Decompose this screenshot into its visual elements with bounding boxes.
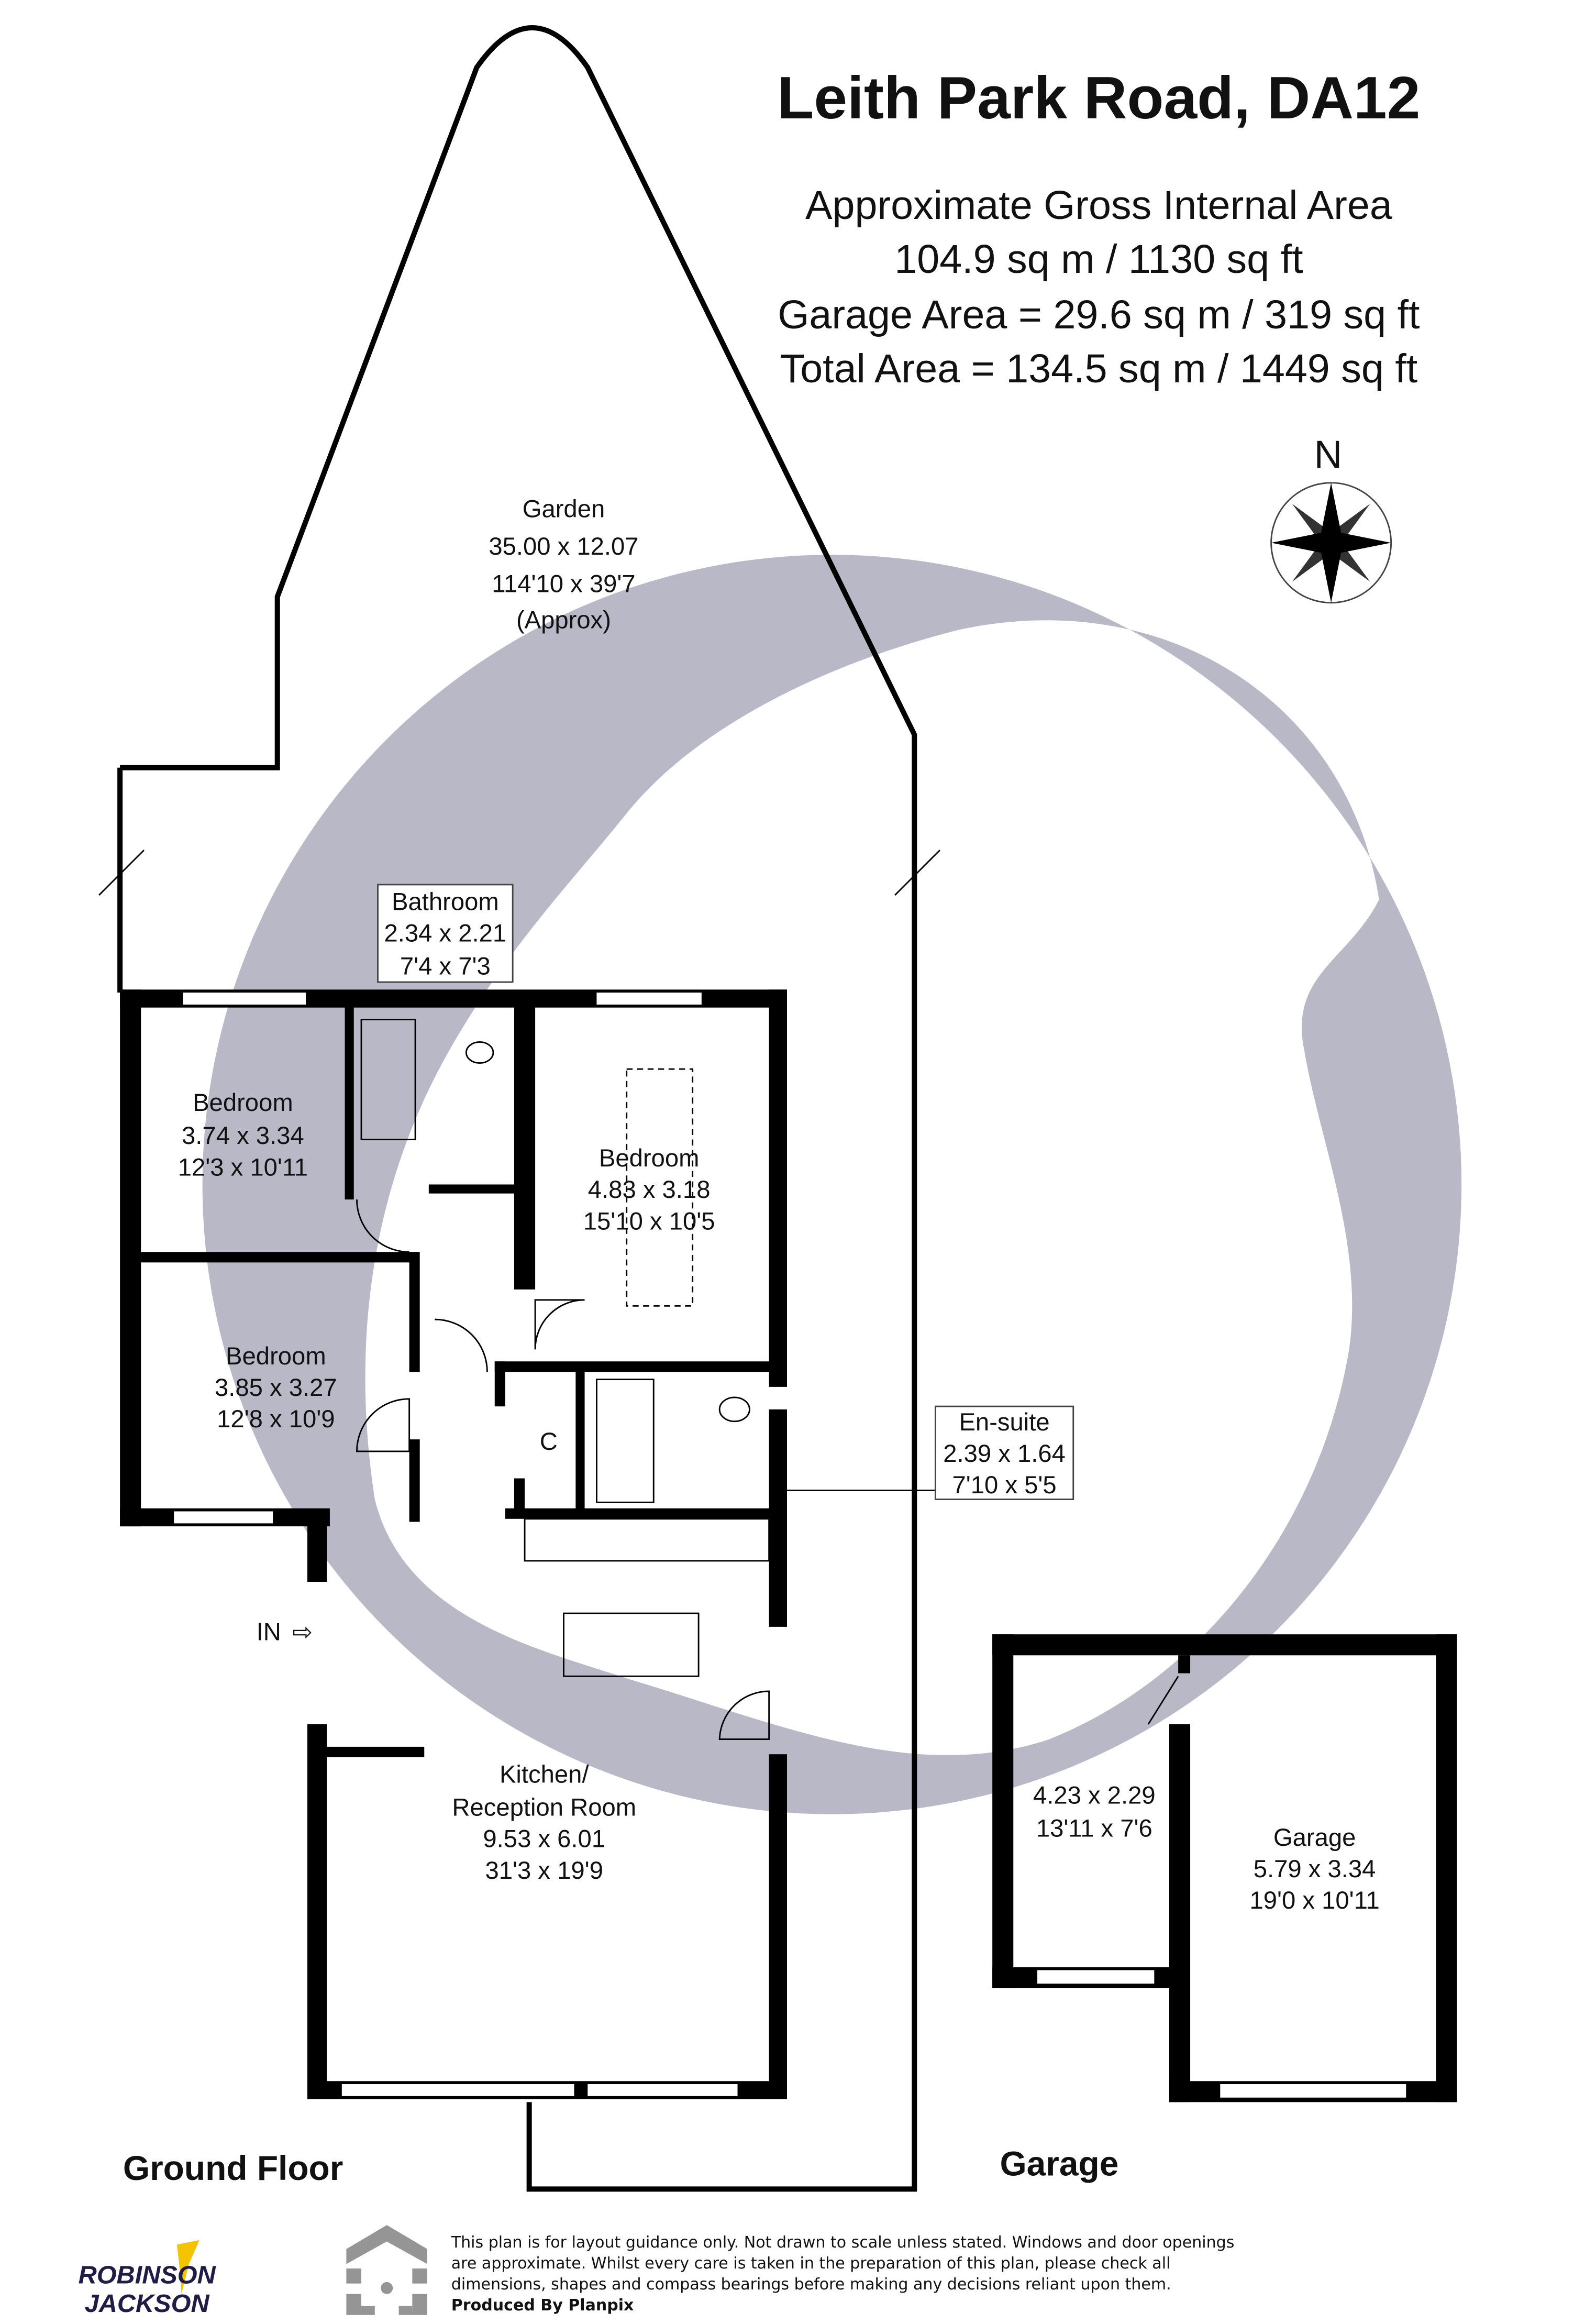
area-label: Approximate Gross Internal Area	[805, 183, 1392, 228]
disclaimer-line-1: This plan is for layout guidance only. N…	[451, 2233, 1235, 2252]
garage-walls	[992, 1634, 1457, 2102]
garden-metric: 35.00 x 12.07	[489, 533, 638, 560]
bedroom3-name: Bedroom	[226, 1342, 326, 1370]
kitchen-name: Kitchen/	[500, 1761, 589, 1789]
bathroom-imperial: 7'4 x 7'3	[400, 953, 491, 981]
ensuite-metric: 2.39 x 1.64	[943, 1440, 1066, 1468]
svg-text:JACKSON: JACKSON	[85, 2289, 210, 2318]
kitchen-name-line2: Reception Room	[452, 1794, 636, 1822]
garden-name: Garden	[523, 495, 605, 523]
garden-imperial: 114'10 x 39'7	[492, 570, 635, 598]
garage-name: Garage	[1273, 1824, 1356, 1852]
kitchen-metric: 9.53 x 6.01	[483, 1825, 605, 1853]
produced-by: Produced By Planpix	[451, 2296, 634, 2315]
bedroom2-name: Bedroom	[599, 1144, 700, 1172]
planpix-logo-icon	[346, 2225, 427, 2315]
cupboard-label: C	[540, 1428, 558, 1456]
bedroom1-name: Bedroom	[193, 1089, 293, 1117]
garage-imperial: 19'0 x 10'11	[1250, 1887, 1380, 1914]
total-area: Total Area = 134.5 sq m / 1449 sq ft	[780, 346, 1418, 391]
bedroom2-metric: 4.83 x 3.18	[588, 1176, 711, 1204]
garage-area: Garage Area = 29.6 sq m / 319 sq ft	[778, 292, 1420, 337]
entrance-label: IN	[257, 1618, 281, 1646]
store-imperial: 13'11 x 7'6	[1036, 1815, 1152, 1843]
bedroom1-imperial: 12'3 x 10'11	[178, 1153, 308, 1181]
svg-text:ROBINSON: ROBINSON	[79, 2261, 216, 2289]
ensuite-name: En-suite	[959, 1408, 1049, 1436]
property-title: Leith Park Road, DA12	[777, 64, 1420, 131]
entrance-arrow-icon: ⇨	[292, 1619, 312, 1646]
ground-floor-label: Ground Floor	[123, 2149, 343, 2187]
internal-area: 104.9 sq m / 1130 sq ft	[894, 237, 1303, 282]
disclaimer-line-3: dimensions, shapes and compass bearings …	[451, 2275, 1171, 2294]
garage-metric: 5.79 x 3.34	[1254, 1855, 1376, 1883]
bedroom1-metric: 3.74 x 3.34	[182, 1122, 304, 1150]
ensuite-imperial: 7'10 x 5'5	[952, 1471, 1056, 1499]
garage-floor-label: Garage	[1000, 2144, 1118, 2183]
bedroom3-metric: 3.85 x 3.27	[215, 1374, 337, 1402]
ground-floor-walls	[120, 989, 787, 2099]
bedroom2-imperial: 15'10 x 10'5	[583, 1207, 715, 1235]
compass-icon	[1270, 482, 1392, 604]
bathroom-name: Bathroom	[392, 888, 499, 916]
store-metric: 4.23 x 2.29	[1033, 1782, 1156, 1810]
garden-boundary	[120, 25, 917, 2192]
watermark-swift-logo	[202, 555, 1462, 1814]
garden-note: (Approx)	[516, 606, 611, 634]
compass-north-label: N	[1314, 433, 1343, 476]
robinson-jackson-logo: ROBINSON JACKSON	[79, 2240, 216, 2318]
disclaimer-line-2: are approximate. Whilst every care is ta…	[451, 2254, 1171, 2273]
bathroom-metric: 2.34 x 2.21	[384, 920, 507, 948]
bedroom3-imperial: 12'8 x 10'9	[217, 1405, 335, 1433]
kitchen-imperial: 31'3 x 19'9	[485, 1857, 603, 1885]
